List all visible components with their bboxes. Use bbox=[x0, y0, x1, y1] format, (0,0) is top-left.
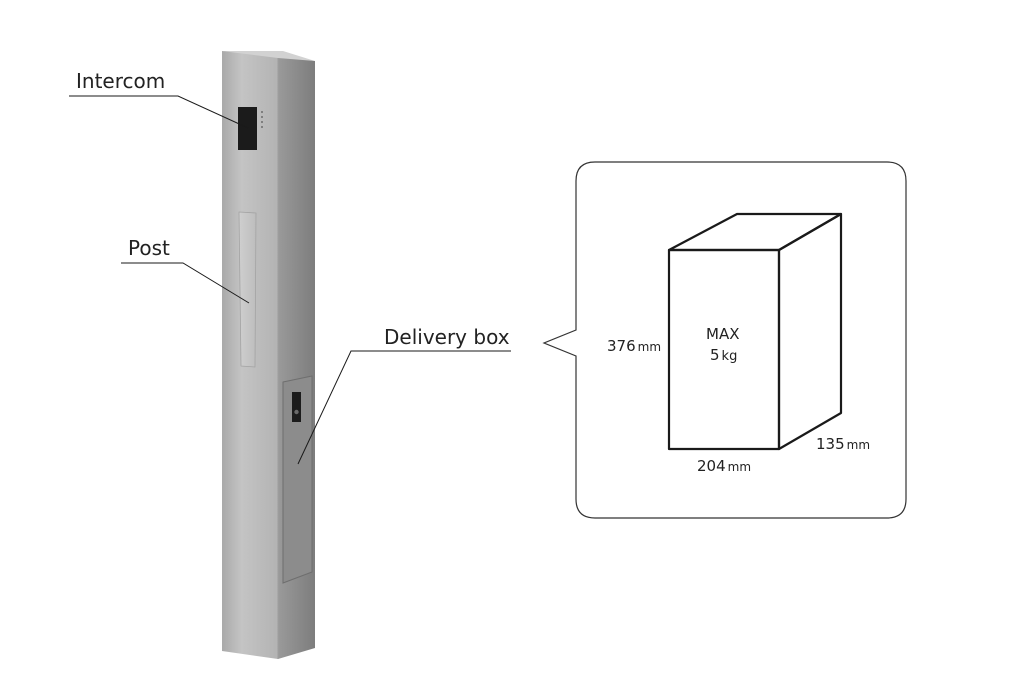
intercom-indicator-dots bbox=[261, 111, 263, 128]
pillar-top bbox=[222, 51, 315, 61]
height-value: 376 bbox=[607, 337, 636, 355]
delivery-box-door bbox=[282, 375, 313, 584]
mail-slot bbox=[238, 211, 257, 368]
depth-unit: mm bbox=[846, 438, 871, 452]
max-label: MAX bbox=[706, 325, 740, 343]
post-leader bbox=[121, 262, 250, 304]
delivery-box-label: Delivery box bbox=[384, 325, 510, 349]
delivery-box-lock bbox=[292, 392, 301, 422]
width-value: 204 bbox=[697, 457, 726, 475]
box-drawing bbox=[667, 212, 843, 451]
weight-unit: kg bbox=[721, 349, 738, 364]
post-pillar bbox=[222, 51, 315, 659]
post-label: Post bbox=[128, 236, 170, 260]
intercom-panel bbox=[238, 107, 257, 150]
delivery-box-leader bbox=[297, 350, 511, 465]
height-unit: mm bbox=[637, 340, 662, 354]
depth-value: 135 bbox=[816, 435, 845, 453]
intercom-leader bbox=[69, 95, 249, 129]
leader-lines bbox=[69, 95, 511, 465]
width-unit: mm bbox=[727, 460, 752, 474]
intercom-label: Intercom bbox=[76, 69, 166, 93]
weight-value: 5 bbox=[710, 346, 720, 364]
box-side-face bbox=[777, 212, 843, 451]
